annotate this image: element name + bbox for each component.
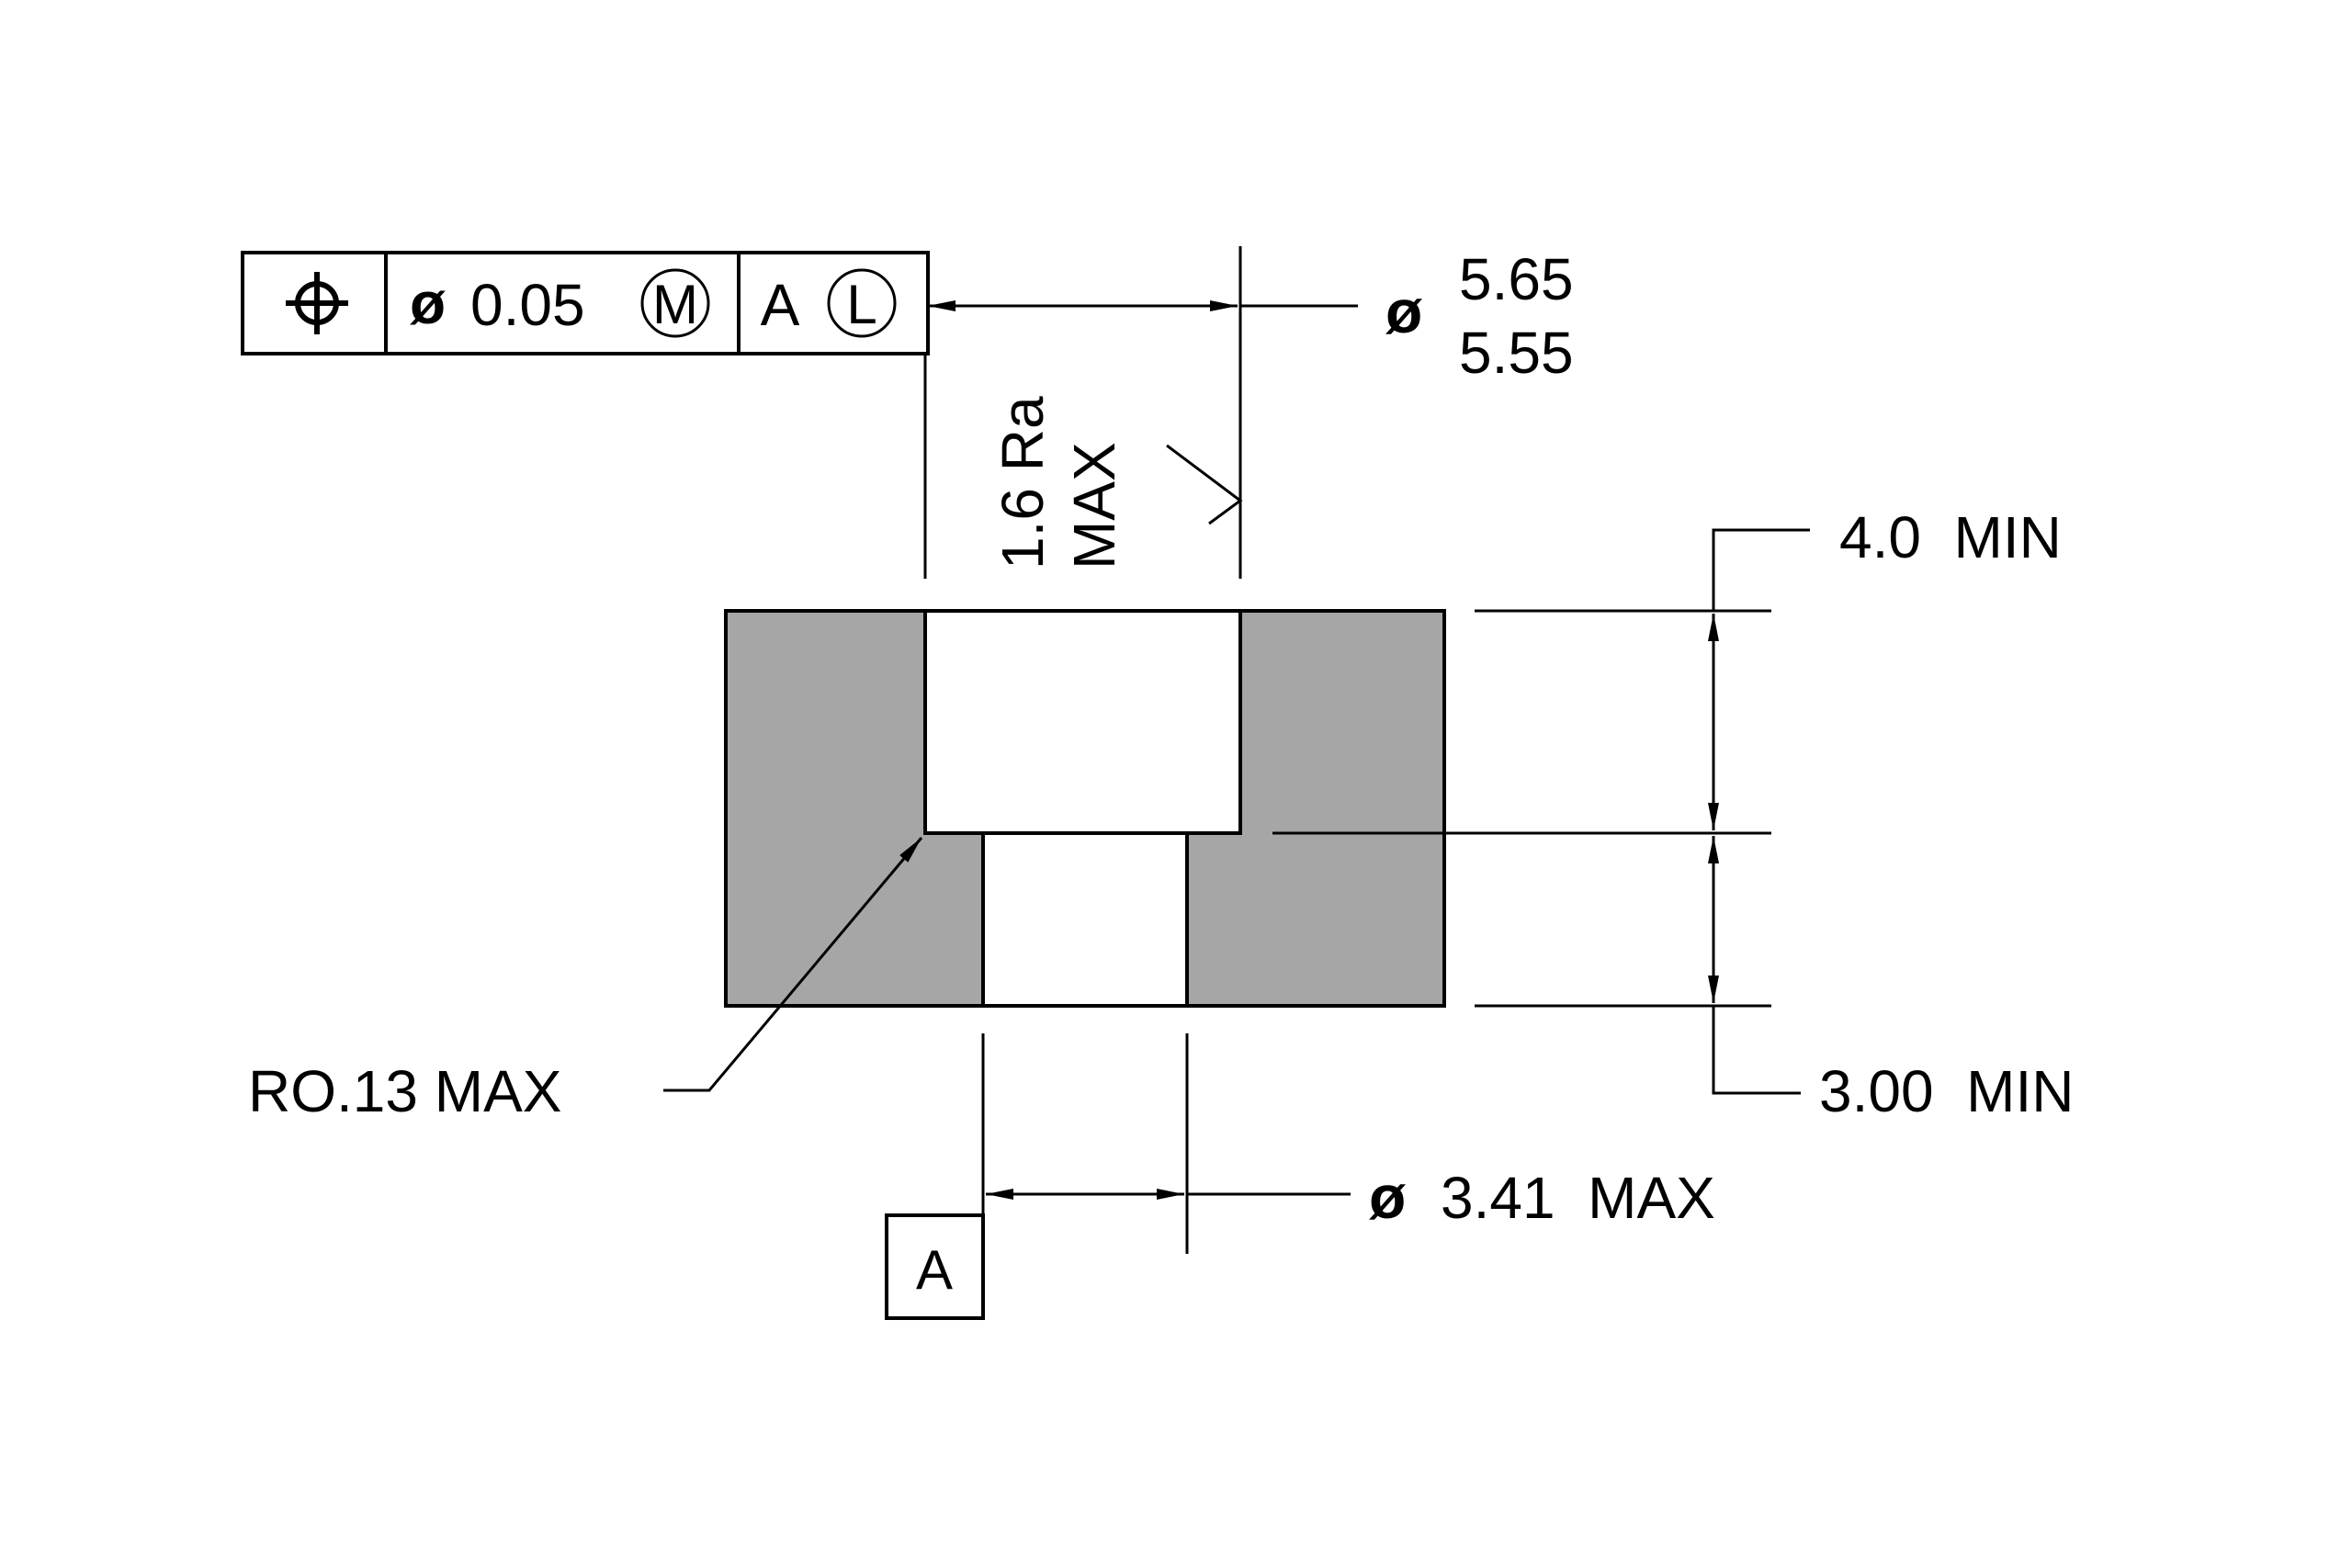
radius-leader [663, 837, 923, 1092]
part-outline [724, 609, 1446, 1008]
counterbore-outline [923, 611, 1242, 835]
counterbore-diameter-dimension: ø 5.65 5.55 [923, 246, 1574, 579]
vertical-dimensions: 4.0 MIN 3.00 MIN [1272, 504, 2074, 1124]
fcf-border [241, 251, 930, 355]
mmc-modifier-letter: M [652, 274, 698, 335]
thickness-dimension-text: 4.0 MIN [1839, 504, 2062, 570]
datum-box [885, 1213, 985, 1320]
feature-control-frame: ø 0.05 M A L [241, 251, 930, 355]
surface-finish-icon [1166, 444, 1243, 525]
counterbore-diameter-lower: 5.55 [1459, 320, 1574, 386]
counterbore-diameter-symbol: ø [1385, 277, 1423, 345]
radius-note-text: RO.13 MAX [248, 1058, 561, 1124]
surface-finish-line2: MAX [1061, 442, 1127, 570]
hole-diameter-text: 3.41 MAX [1441, 1165, 1715, 1231]
part-section [724, 609, 1446, 1008]
surface-finish-line1: 1.6 Ra [989, 396, 1056, 570]
fcf-datum-letter: A [761, 272, 800, 338]
datum-feature-symbol: A [885, 1213, 985, 1320]
hole-diameter-dimension: ø 3.41 MAX [981, 1033, 1715, 1318]
fcf-tolerance-value: 0.05 [470, 272, 585, 338]
fcf-diameter-symbol: ø [410, 270, 446, 336]
lmc-modifier-letter: L [846, 274, 876, 335]
hole-diameter-symbol: ø [1369, 1163, 1407, 1231]
thickness-leader [1712, 528, 1810, 611]
lmc-modifier-circle [827, 268, 897, 338]
mmc-modifier-circle [640, 268, 710, 338]
surface-finish-callout: 1.6 Ra MAX [989, 396, 1243, 570]
depth-leader [1712, 1006, 1801, 1095]
datum-feature-letter: A [916, 1239, 953, 1301]
left-section-fill [726, 611, 983, 1006]
right-section-fill [1187, 611, 1444, 1006]
counterbore-diameter-upper: 5.65 [1459, 246, 1574, 312]
depth-dimension-text: 3.00 MIN [1819, 1058, 2074, 1124]
radius-callout: RO.13 MAX [248, 837, 923, 1124]
position-tolerance-icon [286, 272, 348, 334]
